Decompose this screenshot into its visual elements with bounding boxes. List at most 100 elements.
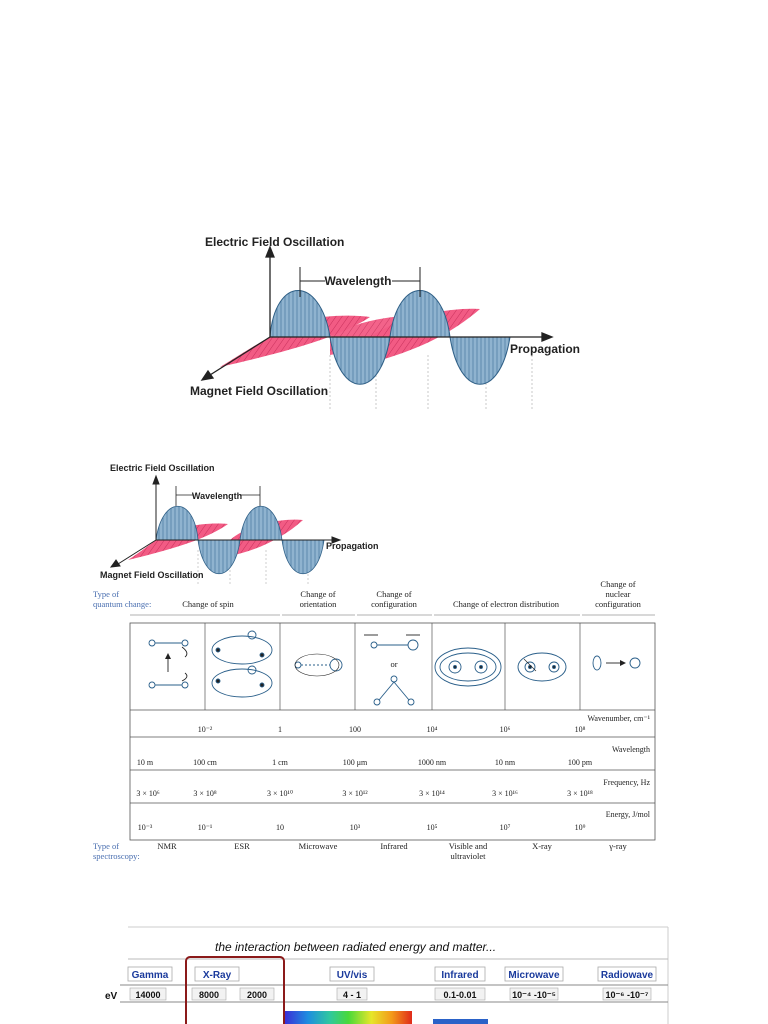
- band-infrared-label: Infrared: [441, 970, 478, 981]
- wavenumber-value: 10⁶: [500, 725, 511, 734]
- spectroscopy-table: Type of quantum change: Change of spin C…: [93, 579, 656, 861]
- energy-value: 10⁷: [500, 823, 511, 832]
- interaction-caption: the interaction between radiated energy …: [215, 940, 496, 954]
- band-infrared-value: 0.1-0.01: [443, 990, 476, 1000]
- energy-value: 10⁻¹: [198, 823, 213, 832]
- em-wave-diagram-large: Wavelength Electric Field Oscillation Pr…: [190, 235, 580, 410]
- spectroscopy-type: ESR: [234, 841, 250, 851]
- wavelength-title: Wavelength: [612, 745, 650, 754]
- quantum-change-configuration: configuration: [371, 599, 418, 609]
- spectroscopy-types: NMR ESR Microwave Infrared Visible and u…: [157, 841, 627, 861]
- band-uvvis-label: UV/vis: [337, 970, 368, 981]
- nuclear-config-icon: [592, 655, 641, 671]
- wavenumber-value: 10⁻²: [198, 725, 213, 734]
- energy-value: 10³: [350, 823, 361, 832]
- band-uvvis-value: 4 - 1: [343, 990, 361, 1000]
- band-xray-value: 8000: [199, 990, 219, 1000]
- band-labels: Gamma X-Ray UV/vis Infrared Microwave Ra…: [127, 966, 657, 982]
- wavenumber-value: 10⁴: [427, 725, 438, 734]
- wavelength-bracket: [299, 267, 421, 297]
- propagation-label: Propagation: [510, 342, 580, 356]
- energy-value: 10: [276, 823, 284, 832]
- table-grid: [130, 623, 655, 804]
- quantum-change-nuclear: Change of: [600, 579, 635, 589]
- wavelength-value: 1 cm: [272, 758, 289, 767]
- energy-values: 10⁻³ 10⁻¹ 10 10³ 10⁵ 10⁷ 10⁹: [138, 823, 586, 832]
- frequency-value: 3 × 10¹²: [342, 789, 368, 798]
- frequency-value: 3 × 10¹⁸: [567, 789, 593, 798]
- magnet-field-label: Magnet Field Oscillation: [190, 384, 328, 398]
- infrared-marker: [433, 1019, 488, 1024]
- xray-highlight-box: [185, 956, 285, 1024]
- band-xray-value: 2000: [247, 990, 267, 1000]
- electric-lobe: [239, 506, 283, 541]
- configuration-icon: [364, 634, 420, 706]
- energy-value: 10⁹: [575, 823, 586, 832]
- wavelength-label: Wavelength: [325, 274, 392, 288]
- band-microwave-label: Microwave: [508, 970, 560, 981]
- spectroscopy-heading: spectroscopy:: [93, 851, 140, 861]
- electron-orbit-icon: [434, 647, 502, 687]
- band-gamma-value: 14000: [135, 990, 160, 1000]
- magnetic-lobe: [220, 315, 370, 367]
- energy-value: 10⁻³: [138, 823, 153, 832]
- electric-lobe: [449, 336, 511, 385]
- quantum-change-configuration: Change of: [376, 589, 411, 599]
- table-frame: [129, 622, 656, 841]
- quantum-change-nuclear: configuration: [595, 599, 642, 609]
- band-xray-label: X-Ray: [203, 970, 232, 981]
- electron-transition-icon: [517, 652, 567, 682]
- spin-flip-icon: [148, 639, 189, 689]
- magnet-field-label: Magnet Field Oscillation: [100, 570, 204, 580]
- wavelength-label: Wavelength: [192, 491, 242, 501]
- frequency-value: 3 × 10⁶: [136, 789, 160, 798]
- wavelength-value: 100 pm: [568, 758, 593, 767]
- electric-field-label: Electric Field Oscillation: [110, 463, 215, 473]
- wavelength-value: 100 cm: [193, 758, 218, 767]
- spectroscopy-type: Microwave: [299, 841, 338, 851]
- axes: [109, 474, 342, 568]
- band-radiowave-value: 10⁻⁶ -10⁻⁷: [606, 990, 649, 1000]
- wavelength-value: 1000 nm: [418, 758, 447, 767]
- esr-icon: [211, 630, 273, 698]
- quantum-change-heading: Type of: [93, 589, 119, 599]
- electric-field-label: Electric Field Oscillation: [205, 235, 344, 249]
- frequency-title: Frequency, Hz: [603, 778, 650, 787]
- magnetic-lobe: [128, 523, 228, 560]
- band-gamma-label: Gamma: [132, 970, 169, 981]
- energy-strip: the interaction between radiated energy …: [105, 926, 669, 1024]
- wavenumber-values: 10⁻² 1 100 10⁴ 10⁶ 10⁸: [198, 725, 586, 734]
- spectroscopy-type: Visible and: [449, 841, 488, 851]
- band-microwave-value: 10⁻⁴ -10⁻⁵: [512, 990, 556, 1000]
- quantum-change-orientation: orientation: [300, 599, 338, 609]
- electric-lobe: [197, 539, 241, 574]
- frequency-values: 3 × 10⁶ 3 × 10⁸ 3 × 10¹⁰ 3 × 10¹² 3 × 10…: [136, 789, 593, 798]
- frequency-value: 3 × 10¹⁶: [492, 789, 518, 798]
- energy-title: Energy, J/mol: [606, 810, 651, 819]
- band-radiowave-label: Radiowave: [601, 970, 654, 981]
- wavenumber-value: 10⁸: [575, 725, 586, 734]
- quantum-change-electron: Change of electron distribution: [453, 599, 560, 609]
- spectroscopy-type: ultraviolet: [451, 851, 487, 861]
- wavelength-value: 10 nm: [495, 758, 516, 767]
- frequency-value: 3 × 10¹⁰: [267, 789, 293, 798]
- quantum-change-nuclear: nuclear: [605, 589, 630, 599]
- spectroscopy-type: NMR: [157, 841, 177, 851]
- wavenumber-title: Wavenumber, cm⁻¹: [587, 714, 650, 723]
- electric-lobe: [269, 290, 331, 338]
- or-label: or: [390, 659, 397, 669]
- spectroscopy-type: X-ray: [532, 841, 553, 851]
- wavelength-value: 10 m: [137, 758, 154, 767]
- spectroscopy-type: γ-ray: [608, 841, 627, 851]
- visible-spectrum-strip: [285, 1011, 412, 1024]
- wavelength-bracket: [175, 486, 261, 506]
- frequency-value: 3 × 10⁸: [193, 789, 217, 798]
- ev-unit-label: eV: [105, 991, 118, 1002]
- electric-lobe: [281, 539, 325, 574]
- spectroscopy-heading: Type of: [93, 841, 119, 851]
- rotation-icon: [294, 653, 343, 677]
- em-wave-diagram-small: Wavelength Electric Field Oscillation Pr…: [100, 463, 379, 585]
- quantum-change-orientation: Change of: [300, 589, 335, 599]
- axes: [200, 245, 554, 381]
- wavenumber-value: 100: [349, 725, 361, 734]
